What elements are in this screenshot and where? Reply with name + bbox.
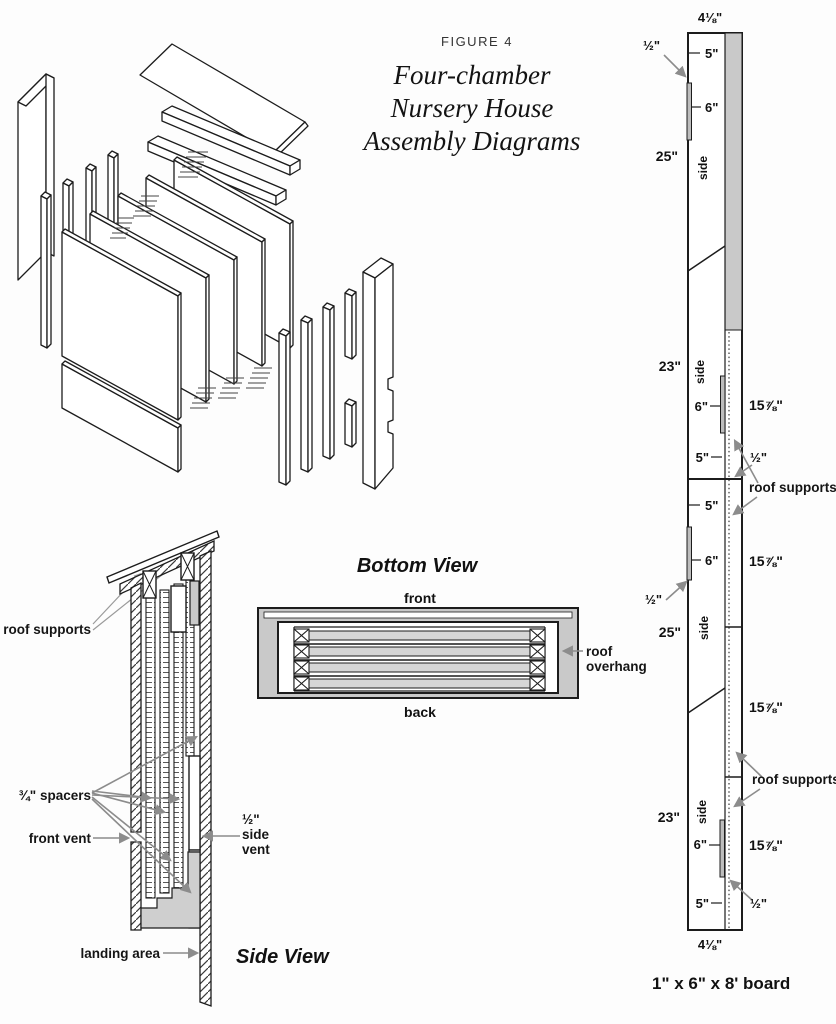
figure-title-line-1: Four-chamber — [393, 60, 551, 90]
front-vent-label: front vent — [29, 831, 92, 846]
bottom-view-interior — [293, 626, 546, 692]
s2-part-label: side — [693, 360, 707, 384]
s4-tick5-label: 5" — [696, 896, 709, 911]
s2-vent-label: ½" — [750, 450, 767, 465]
roof-overhang-label-1: roof — [586, 644, 613, 659]
exploded-partition-panels — [61, 156, 294, 473]
s1-length-label: 25" — [656, 148, 678, 164]
side-vent-label-2: side — [242, 827, 270, 842]
exploded-roof-panel — [139, 43, 309, 158]
board-waste-strip — [724, 32, 743, 331]
board-roof-supports-label-1: roof supports — [749, 480, 836, 495]
board-cut-diagonal-2 — [687, 687, 726, 714]
s3-vent-label: ½" — [645, 592, 662, 607]
s2-length-label: 23" — [659, 358, 681, 374]
support-length-2: 15⅞" — [749, 553, 783, 569]
bottom-view-title: Bottom View — [357, 555, 479, 577]
landing-area-label: landing area — [80, 946, 160, 961]
vent-bar-4 — [719, 819, 725, 878]
s3-tick6-label: 6" — [705, 553, 718, 568]
roof-top-board — [106, 530, 220, 584]
roof-support-xbox-2 — [180, 552, 195, 581]
bottom-view-back-label: back — [404, 704, 436, 720]
s4-vent-label: ½" — [750, 896, 767, 911]
s1-tick6-label: 6" — [705, 100, 718, 115]
figure-title-line-3: Assembly Diagrams — [362, 126, 581, 156]
vent-bar-1 — [686, 82, 692, 141]
front-edge-strip — [263, 611, 573, 619]
roof-support-xbox-1 — [142, 570, 157, 599]
board-width-top: 4⅛" — [698, 10, 722, 25]
side-vent-slot — [188, 755, 201, 851]
s3-tick5-label: 5" — [705, 498, 718, 513]
roof-overhang-label-2: overhang — [586, 659, 647, 674]
exploded-roof-rails — [147, 105, 301, 206]
vent-bar-2 — [720, 375, 726, 434]
chamber-bottom-steps — [140, 851, 201, 929]
board-cut-diagonal-1 — [687, 245, 726, 272]
s2-tick6-label: 6" — [695, 399, 708, 414]
back-landing-board — [199, 549, 212, 1007]
figure-title: FIGURE 4 Four-chamber Nursery House Asse… — [362, 34, 581, 156]
board-diagram: 4⅛" — [643, 10, 836, 993]
exploded-hatch-marks — [110, 151, 272, 409]
s4-length-label: 23" — [658, 809, 680, 825]
s3-length-label: 25" — [659, 624, 681, 640]
exploded-side-board — [362, 257, 394, 490]
roof-supports-label: roof supports — [3, 622, 91, 637]
s2-tick5-label: 5" — [696, 450, 709, 465]
board-ticks — [688, 52, 722, 904]
s1-tick5-label: 5" — [705, 46, 718, 61]
board-caption: 1" x 6" x 8' board — [652, 974, 790, 993]
interior-strip-1 — [145, 597, 156, 899]
board-arrows — [663, 54, 763, 901]
side-vent-label-3: vent — [242, 842, 270, 857]
side-vent-slot-top — [189, 580, 200, 626]
front-board-upper — [130, 581, 142, 833]
side-view-title: Side View — [236, 946, 330, 968]
bottom-view-front-label: front — [404, 590, 436, 606]
board-roof-supports-label-2: roof supports — [752, 772, 836, 787]
spacers-label: ¾" spacers — [19, 788, 91, 803]
support-length-3: 15⅞" — [749, 699, 783, 715]
exploded-spacer-sticks-right — [278, 288, 357, 486]
s4-tick6-label: 6" — [694, 837, 707, 852]
s1-vent-label: ½" — [643, 38, 660, 53]
s3-part-label: side — [697, 616, 711, 640]
figure-title-line-2: Nursery House — [390, 93, 554, 123]
s4-part-label: side — [695, 800, 709, 824]
front-board-lower — [130, 841, 142, 931]
vent-bar-3 — [686, 526, 692, 581]
support-length-4: 15⅞" — [749, 837, 783, 853]
figure-eyebrow: FIGURE 4 — [441, 34, 513, 49]
spacer-arrows — [91, 735, 198, 894]
front-vent-slot — [170, 585, 187, 633]
exploded-view — [17, 43, 394, 490]
s1-part-label: side — [696, 156, 710, 180]
side-vent-label-1: ½" — [242, 812, 260, 827]
bottom-view: Bottom View front — [257, 555, 647, 720]
side-view: roof supports ¾" spacers front vent ½" s… — [3, 530, 330, 1007]
board-width-bottom: 4⅛" — [698, 937, 722, 952]
interior-strip-2 — [159, 589, 170, 894]
support-length-1: 15⅞" — [749, 397, 783, 413]
